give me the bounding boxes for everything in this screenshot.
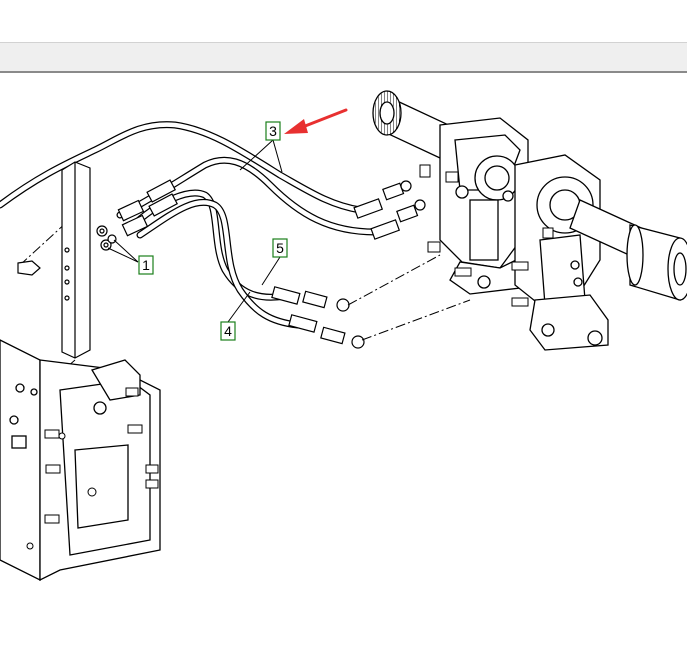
housing-lower bbox=[514, 154, 609, 351]
callout-3: 3 bbox=[239, 121, 283, 173]
shaft-upper bbox=[372, 90, 456, 159]
hose-fittings bbox=[117, 179, 426, 349]
exploded-parts-diagram: 1 3 5 4 bbox=[0, 90, 687, 582]
vertical-post bbox=[61, 161, 91, 359]
callout-1: 1 bbox=[107, 239, 154, 275]
assembly-studs bbox=[419, 164, 554, 307]
callout-4-label: 4 bbox=[224, 323, 232, 339]
window-top-area bbox=[0, 0, 687, 42]
machinery-bolts bbox=[26, 387, 159, 550]
hose-3 bbox=[0, 121, 379, 236]
machinery-block bbox=[0, 339, 161, 582]
callout-3-label: 3 bbox=[269, 123, 277, 139]
red-pointer-arrow-icon bbox=[284, 108, 348, 134]
fitting-cluster-1 bbox=[17, 225, 117, 276]
callout-4: 4 bbox=[220, 291, 251, 341]
housing-upper bbox=[439, 117, 529, 295]
diagram-canvas: 1 3 5 4 bbox=[0, 73, 687, 649]
toolbar-strip bbox=[0, 42, 687, 73]
shaft-lower bbox=[569, 199, 687, 301]
callout-5: 5 bbox=[261, 238, 288, 286]
callout-1-label: 1 bbox=[142, 257, 150, 273]
callout-5-label: 5 bbox=[276, 240, 284, 256]
